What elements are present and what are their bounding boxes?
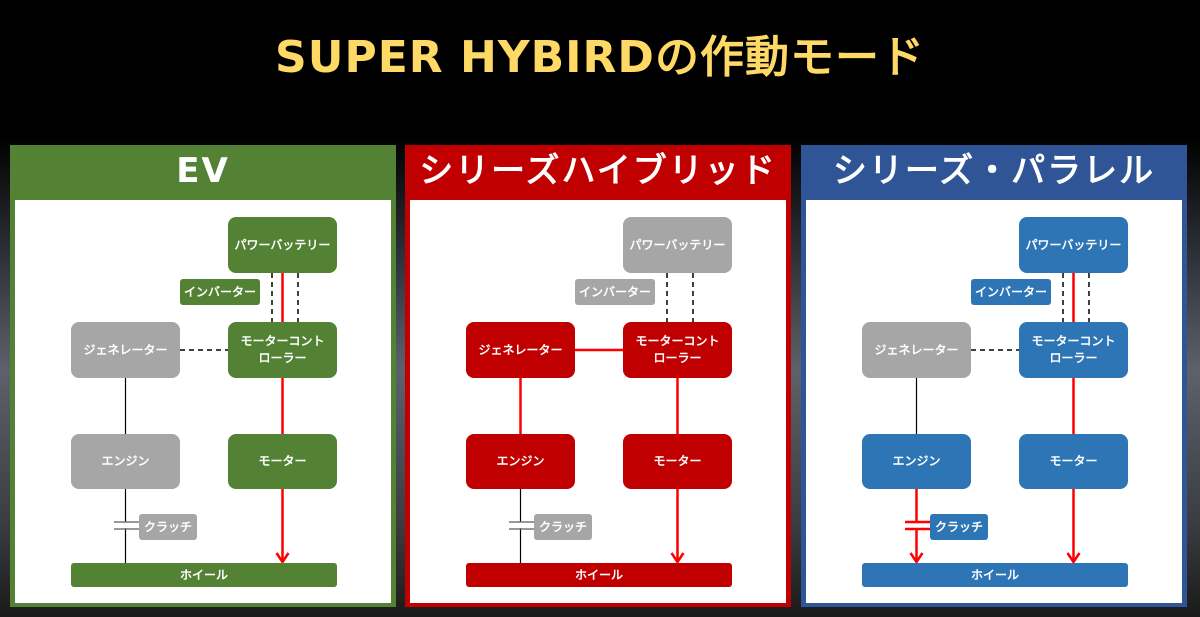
panel-header: シリーズハイブリッド	[405, 145, 791, 199]
clutch-box: クラッチ	[930, 514, 988, 540]
engine-wheel-arrow-icon	[909, 552, 924, 565]
controller-box: モーターコント ローラー	[623, 322, 732, 378]
panel-ev: EV パワーバッテリーインバーターモーターコント ローラージェネレーターエンジンモ…	[10, 145, 396, 607]
motor-box: モーター	[228, 434, 337, 489]
motor-wheel-arrow-icon	[670, 552, 685, 565]
engine-box: エンジン	[71, 434, 180, 489]
battery-box: パワーバッテリー	[228, 217, 337, 273]
wheel-box: ホイール	[466, 563, 732, 587]
controller-box: モーターコント ローラー	[228, 322, 337, 378]
motor-box: モーター	[623, 434, 732, 489]
inverter-box: インバーター	[575, 279, 655, 305]
connection-lines	[509, 273, 694, 565]
clutch-box: クラッチ	[534, 514, 592, 540]
generator-box: ジェネレーター	[862, 322, 971, 378]
generator-box: ジェネレーター	[71, 322, 180, 378]
motor-wheel-arrow-icon	[1066, 552, 1081, 565]
panel-series: シリーズハイブリッドパワーバッテリーインバーターモーターコント ローラージェネレ…	[405, 145, 791, 607]
inverter-box: インバーター	[180, 279, 260, 305]
panel-header: シリーズ・パラレル	[801, 145, 1187, 199]
engine-box: エンジン	[862, 434, 971, 489]
inverter-box: インバーター	[971, 279, 1051, 305]
panel-series-parallel: シリーズ・パラレルパワーバッテリーインバーターモーターコント ローラージェネレー…	[801, 145, 1187, 607]
wheel-box: ホイール	[862, 563, 1128, 587]
engine-box: エンジン	[466, 434, 575, 489]
panel-header: EV	[10, 145, 396, 199]
clutch-box: クラッチ	[139, 514, 197, 540]
controller-box: モーターコント ローラー	[1019, 322, 1128, 378]
motor-box: モーター	[1019, 434, 1128, 489]
wheel-box: ホイール	[71, 563, 337, 587]
connection-lines	[114, 273, 299, 565]
generator-box: ジェネレーター	[466, 322, 575, 378]
battery-box: パワーバッテリー	[623, 217, 732, 273]
motor-wheel-arrow-icon	[275, 552, 290, 565]
connection-lines	[905, 273, 1090, 565]
page-title: SUPER HYBIRDの作動モード	[275, 32, 925, 83]
battery-box: パワーバッテリー	[1019, 217, 1128, 273]
